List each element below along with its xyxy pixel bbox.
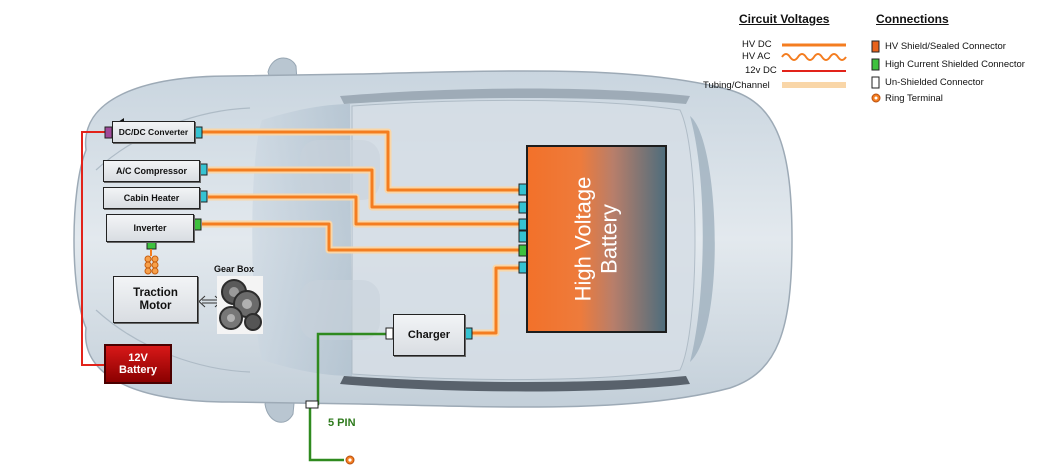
ac-compressor-connector <box>199 163 208 176</box>
cabin-heater-label: Cabin Heater <box>123 193 180 203</box>
dcdc-hv-connector <box>194 126 203 139</box>
ac-compressor: A/C Compressor <box>103 160 200 182</box>
legend-unshielded-icon <box>871 76 880 89</box>
unshielded-connector-5pin <box>305 400 319 409</box>
gear-box-label: Gear Box <box>214 264 255 274</box>
legend-hv-shield-icon <box>871 40 880 53</box>
legend-hv-ac-label: HV AC <box>742 51 771 62</box>
inverter-label: Inverter <box>133 223 167 233</box>
rear-window <box>690 116 715 362</box>
ac-compressor-label: A/C Compressor <box>115 166 187 176</box>
seat-front-right <box>300 280 380 340</box>
high-voltage-battery-label: High Voltage Battery <box>570 177 622 302</box>
charger-hv-connector <box>464 327 473 340</box>
pin-label: 5 PIN <box>328 417 356 429</box>
inverter-connector <box>193 218 202 231</box>
legend-unshielded-label: Un-Shielded Connector <box>885 77 984 88</box>
high-voltage-battery-label-1: High Voltage <box>570 176 596 302</box>
battery-12v-label-2: Battery <box>119 364 157 376</box>
charger-unshielded-connector <box>385 327 394 340</box>
legend-hv-shield-label: HV Shield/Sealed Connector <box>885 41 1006 52</box>
traction-motor: Traction Motor <box>113 276 198 323</box>
traction-motor-label-1: Traction <box>133 286 178 299</box>
hv-dc-cables <box>202 128 520 337</box>
battery-12v-label-1: 12V <box>128 352 148 364</box>
legend-tubing-bar <box>782 82 846 88</box>
battery-12v: 12V Battery <box>104 344 172 384</box>
inverter: Inverter <box>106 214 194 242</box>
legend-high-current-label: High Current Shielded Connector <box>885 59 1025 70</box>
cabin-heater: Cabin Heater <box>103 187 200 209</box>
hv-ac-motor-link <box>144 241 159 275</box>
dcdc-converter-label: DC/DC Converter <box>118 127 189 137</box>
dcdc-12v-connector <box>104 126 113 139</box>
charger-label: Charger <box>407 329 451 341</box>
legend-high-current-icon <box>871 58 880 71</box>
charger: Charger <box>393 314 465 356</box>
window-top <box>340 88 690 104</box>
legend-12v-dc-label: 12v DC <box>745 65 777 76</box>
cabin-heater-connector <box>199 190 208 203</box>
legend-swatches <box>781 40 881 103</box>
legend-circuit-voltages-title: Circuit Voltages <box>739 12 830 26</box>
dcdc-converter: DC/DC Converter <box>112 121 195 143</box>
legend-tubing-label: Tubing/Channel <box>703 80 770 91</box>
legend-hv-ac-line <box>781 53 847 61</box>
high-voltage-battery: High Voltage Battery <box>526 145 667 333</box>
12v-dc-wire <box>81 131 106 366</box>
high-voltage-battery-label-2: Battery <box>596 204 622 274</box>
window-bottom <box>340 376 690 392</box>
legend-connections-title: Connections <box>876 12 949 26</box>
gear-box-image <box>217 276 263 334</box>
legend-ring-terminal-label: Ring Terminal <box>885 93 943 104</box>
legend-hv-dc-label: HV DC <box>742 39 772 50</box>
traction-motor-label-2: Motor <box>139 299 172 312</box>
plug-ring-terminal <box>345 455 355 465</box>
